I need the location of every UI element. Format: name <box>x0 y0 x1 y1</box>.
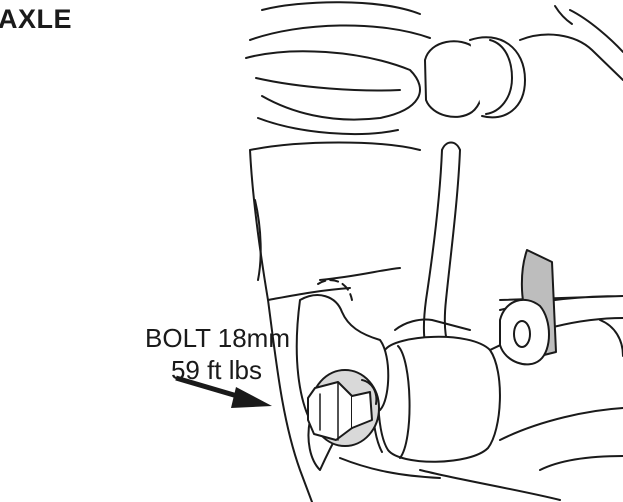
coil-spring <box>245 1 431 121</box>
callout-arrow-icon <box>175 375 272 408</box>
bolt-head <box>307 381 353 441</box>
page-heading: AXLE <box>0 4 73 34</box>
callout-bolt-size: BOLT 18mm <box>145 323 290 353</box>
link-lower-bushing <box>377 335 501 463</box>
